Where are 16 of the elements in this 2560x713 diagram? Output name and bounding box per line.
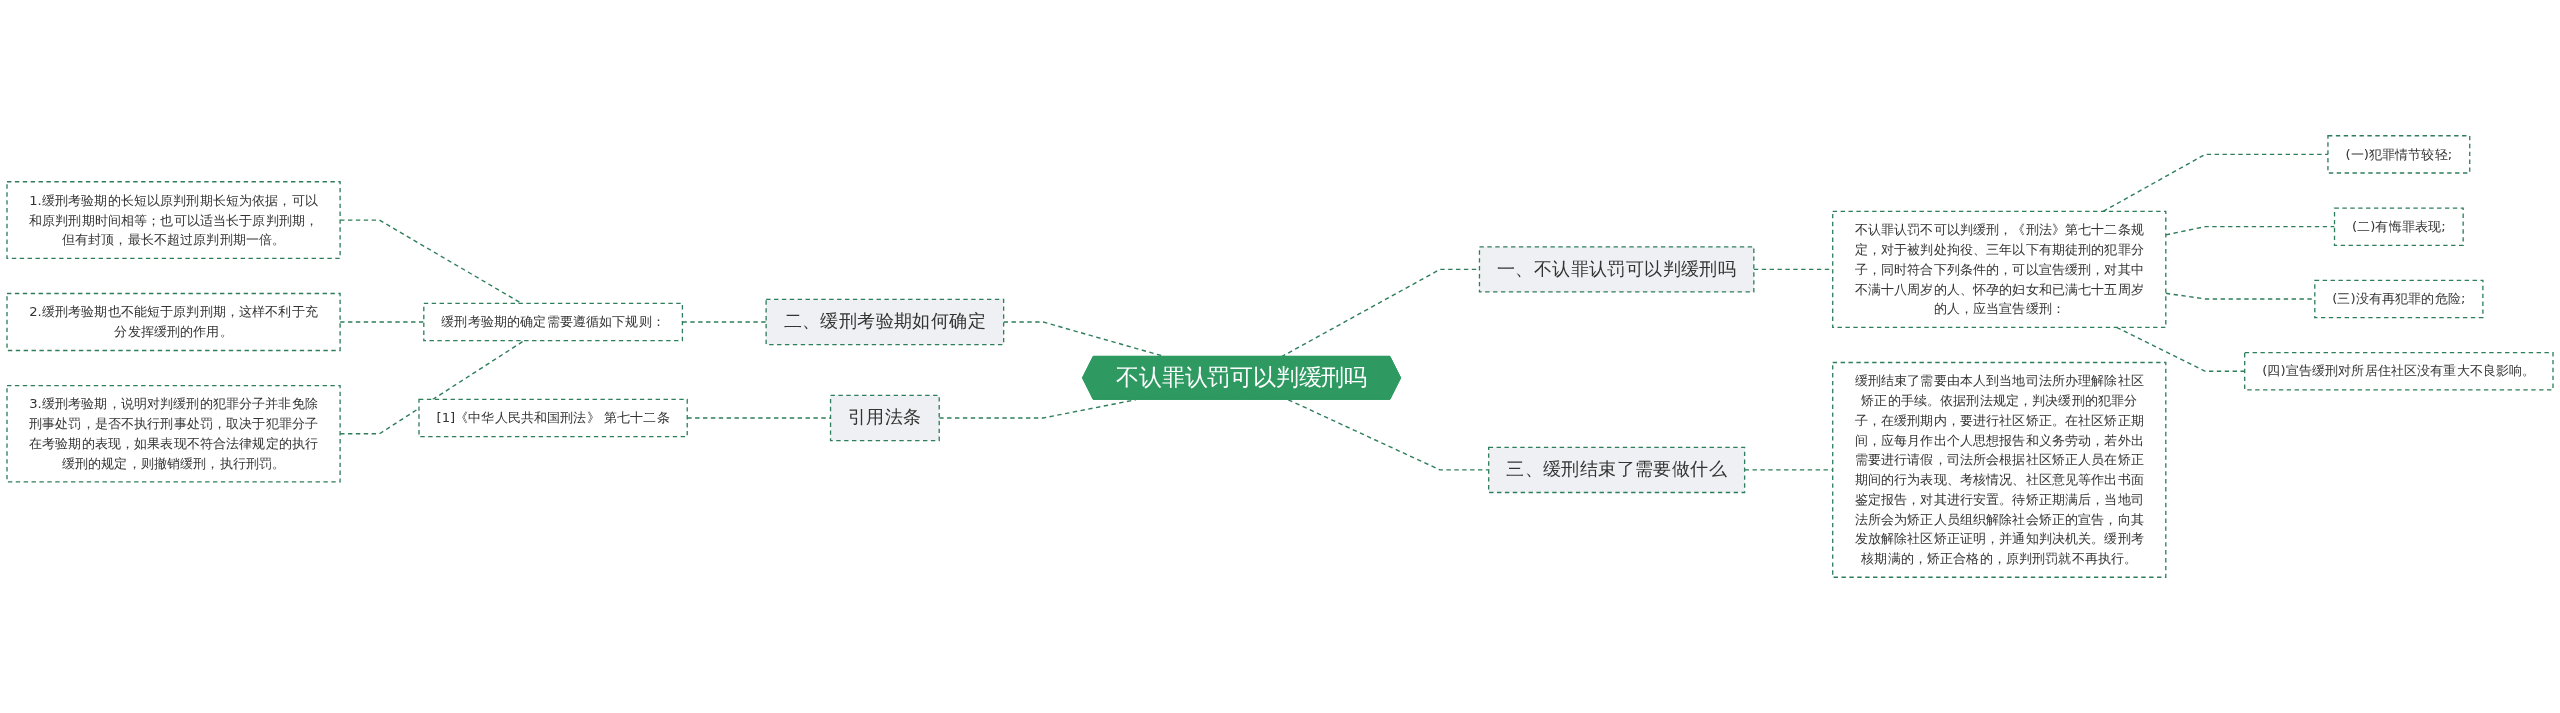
- node-box: (三)没有再犯罪的危险;: [2314, 279, 2484, 319]
- node-box: 2.缓刑考验期也不能短于原判刑期，这样不利于充分发挥缓刑的作用。: [6, 292, 341, 352]
- node-box: 不认罪认罚不可以判缓刑，《刑法》第七十二条规定，对于被判处拘役、三年以下有期徒刑的犯罪分子，同时符合下列条件的，可以宣告缓刑，对其中不满十八周岁的人、怀孕的妇女和已满七十五周岁的人，应当宣告缓刑：: [1832, 210, 2167, 329]
- node-box: 引用法条: [829, 394, 940, 442]
- node-box: 一、不认罪认罚可以判缓刑吗: [1478, 246, 1755, 293]
- node-box: (二)有悔罪表现;: [2333, 207, 2464, 246]
- node-box: (四)宣告缓刑对所居住社区没有重大不良影响。: [2244, 352, 2554, 391]
- node-box: [1]《中华人民共和国刑法》 第七十二条: [418, 398, 688, 438]
- node-box: (一)犯罪情节较轻;: [2327, 135, 2471, 174]
- node-box: 缓刑考验期的确定需要遵循如下规则：: [423, 302, 684, 342]
- node-box: 1.缓刑考验期的长短以原判刑期长短为依据，可以和原判刑期时间相等；也可以适当长于原判刑期，但有封顶，最长不超过原判刑期一倍。: [6, 181, 341, 260]
- node-box: 二、缓刑考验期如何确定: [765, 298, 1005, 346]
- node-box: 三、缓刑结束了需要做什么: [1488, 446, 1746, 494]
- node-box: 缓刑结束了需要由本人到当地司法所办理解除社区矫正的手续。依据刑法规定，判决缓刑的犯罪分子，在缓刑期内，要进行社区矫正。在社区矫正期间，应每月作出个人思想报告和义务劳动，若外出需要进行请假，司法所会根据社区矫正人员在矫正期间的行为表现、考核情况、社区意见等作出书面鉴定报告，对其进行安置。待矫正期满后，当地司法所会为矫正人员组织解除社会矫正的宣告，向其发放解除社区矫正证明，并通知判决机关。缓刑考核期满的，矫正合格的，原判刑罚就不再执行。: [1832, 361, 2167, 578]
- connector: [2102, 153, 2329, 212]
- node-box: 3.缓刑考验期，说明对判缓刑的犯罪分子并非免除刑事处罚，是否不执行刑事处罚，取决于犯罪分子在考验期的表现，如果表现不符合法律规定的执行缓刑的规定，则撤销缓刑，执行刑罚。: [6, 384, 341, 483]
